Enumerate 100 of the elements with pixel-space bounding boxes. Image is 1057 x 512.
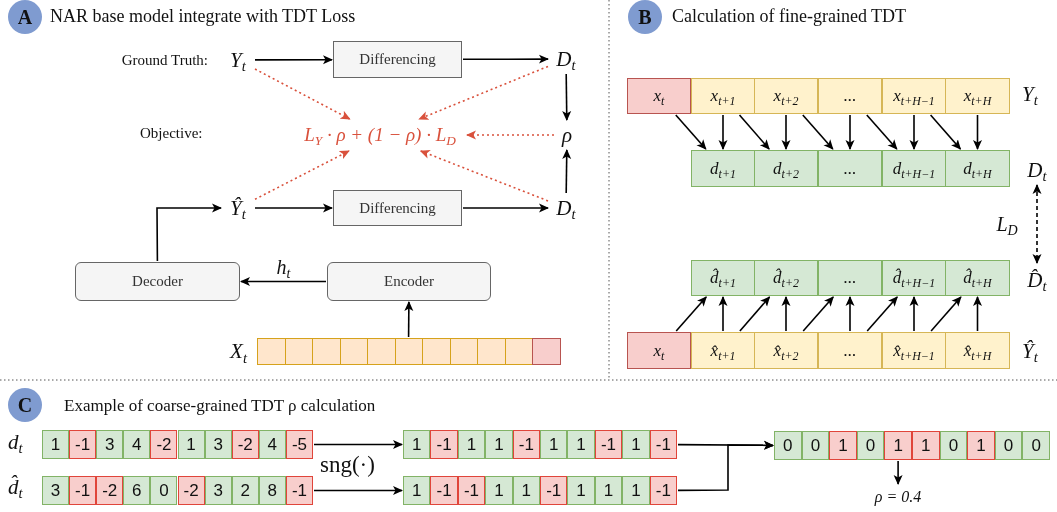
value-cell: 0 — [150, 476, 178, 505]
sequence-cell: d$_{t+H−1}$ — [882, 150, 946, 187]
value-cell: 6 — [123, 476, 151, 505]
process-box: Differencing — [333, 41, 462, 78]
arrow — [254, 203, 333, 213]
arrow — [738, 114, 770, 150]
process-box: Decoder — [75, 262, 240, 301]
sequence-cell: ... — [818, 78, 882, 114]
operator-label: sng(·) — [320, 452, 375, 478]
value-cell: -1 — [69, 430, 97, 459]
value-cell: 0 — [939, 431, 968, 460]
arrow — [973, 114, 982, 150]
value-cell: 3 — [96, 430, 124, 459]
arrow — [718, 114, 728, 150]
value-cell: 4 — [258, 430, 286, 459]
value-cell: 0 — [1022, 431, 1050, 460]
arrow — [462, 203, 549, 213]
value-cell: -2 — [96, 476, 124, 505]
value-cell: -1 — [430, 476, 458, 505]
value-cell: -1 — [594, 430, 623, 459]
sequence-cell: ... — [818, 260, 882, 296]
value-cell: 1 — [457, 430, 486, 459]
process-box: Differencing — [333, 190, 462, 226]
arrow — [845, 114, 855, 150]
arrow — [866, 296, 898, 332]
row-caption: Ground Truth: — [121, 51, 208, 69]
panel-badge: C — [8, 388, 42, 422]
result-text: ρ = 0.4 — [860, 485, 936, 509]
row-label: d̂$_{t}$ — [8, 476, 23, 500]
value-cell: 0 — [774, 431, 802, 460]
value-cell: -1 — [285, 476, 313, 505]
value-cell: -2 — [150, 430, 178, 459]
dotted-arrow — [419, 150, 549, 202]
arrow — [156, 203, 222, 262]
arrow — [802, 114, 834, 150]
input-sequence-bar — [257, 338, 560, 365]
value-cell: -1 — [540, 476, 568, 505]
process-box: Encoder — [327, 262, 491, 301]
sequence-cell: ... — [818, 150, 882, 187]
arrow — [240, 277, 327, 286]
arrow — [718, 296, 728, 332]
value-cell: 1 — [485, 476, 513, 505]
value-cell: 4 — [123, 430, 151, 459]
value-cell: 0 — [801, 431, 830, 460]
math-symbol: D$_{t}$ — [549, 194, 583, 222]
arrow — [562, 149, 572, 194]
math-symbol: Ŷ$_{t}$ — [222, 193, 254, 223]
value-cell: 1 — [485, 430, 513, 459]
value-cell: 3 — [204, 430, 232, 459]
value-cell: 0 — [994, 431, 1023, 460]
value-cell: 1 — [622, 430, 650, 459]
value-cell: -1 — [649, 476, 677, 505]
math-symbol: D̂$_{t}$ — [1021, 264, 1053, 296]
value-cell: 1 — [884, 431, 912, 460]
sequence-cell: d$_{t+1}$ — [691, 150, 755, 187]
value-cell: 1 — [403, 476, 431, 505]
sequence-cell: d$_{t+H}$ — [945, 150, 1010, 187]
value-cell: -1 — [457, 476, 486, 505]
dotted-arrow — [254, 68, 351, 120]
value-cell: 1 — [829, 431, 857, 460]
panel-title: Example of coarse-grained TDT ρ calculation — [64, 396, 376, 416]
value-cell: -1 — [430, 430, 458, 459]
value-cell: 1 — [594, 476, 623, 505]
arrow — [254, 55, 333, 65]
arrow — [930, 296, 962, 332]
sequence-cell: d̂$_{t+1}$ — [691, 260, 755, 296]
value-cell: 1 — [42, 430, 70, 459]
value-cell: -1 — [69, 476, 97, 505]
value-cell: -2 — [177, 476, 205, 505]
arrow — [909, 296, 919, 332]
arrow — [973, 296, 982, 332]
math-symbol: ρ — [555, 121, 579, 149]
arrow — [562, 73, 572, 121]
dotted-arrow — [254, 150, 350, 201]
sequence-cell: d$_{t+2}$ — [754, 150, 818, 187]
arrow — [404, 301, 414, 338]
arrow — [802, 296, 834, 332]
value-cell: 1 — [567, 476, 595, 505]
sequence-cell: x$_{t+H}$ — [945, 78, 1010, 114]
math-symbol: Y$_{t}$ — [222, 46, 254, 74]
arrow — [845, 296, 855, 332]
sequence-cell: x$_{t}$ — [627, 332, 691, 369]
arrow — [675, 114, 707, 150]
arrow — [313, 486, 403, 495]
row-label: Ŷ$_{t}$ — [1022, 340, 1038, 364]
sequence-cell: x̂$_{t+H−1}$ — [882, 332, 946, 369]
sequence-cell: ... — [818, 332, 882, 369]
value-cell: 1 — [540, 430, 568, 459]
sequence-cell: x̂$_{t+2}$ — [754, 332, 818, 369]
sequence-cell: d̂$_{t+2}$ — [754, 260, 818, 296]
panel-title: NAR base model integrate with TDT Loss — [50, 7, 356, 27]
value-cell: 1 — [912, 431, 940, 460]
sequence-cell: x$_{t}$ — [627, 78, 691, 114]
dotted-arrow — [418, 65, 549, 120]
value-cell: -1 — [512, 430, 540, 459]
math-symbol: D$_{t}$ — [549, 45, 583, 73]
value-cell: 3 — [204, 476, 232, 505]
sequence-cell: x$_{t+H−1}$ — [882, 78, 946, 114]
arrow — [739, 296, 771, 332]
math-symbol: D$_{t}$ — [1021, 156, 1053, 184]
